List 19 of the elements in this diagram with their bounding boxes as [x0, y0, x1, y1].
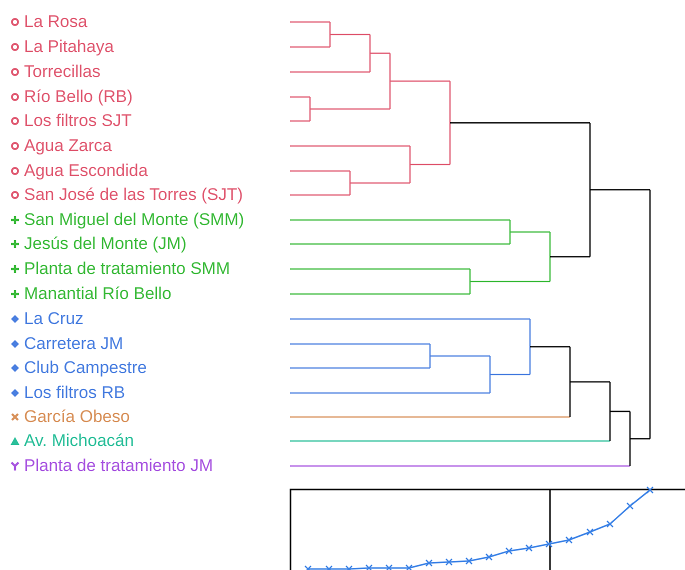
leaf-label: Los filtros RB [24, 383, 126, 403]
leaf-label: Manantial Río Bello [24, 284, 172, 304]
leaf-label: Planta de tratamiento JM [24, 456, 213, 476]
leaf-label: Río Bello (RB) [24, 87, 133, 107]
leaf-label: Carretera JM [24, 334, 124, 354]
leaf-label: Los filtros SJT [24, 111, 132, 131]
leaf-label: La Cruz [24, 309, 84, 329]
leaf-label: Agua Escondida [24, 161, 148, 181]
leaf-label: Jesús del Monte (JM) [24, 234, 186, 254]
leaf-label: Club Campestre [24, 358, 147, 378]
leaf-label: Planta de tratamiento SMM [24, 259, 230, 279]
leaf-label: García Obeso [24, 407, 130, 427]
leaf-label: La Rosa [24, 12, 88, 32]
leaf-label: San Miguel del Monte (SMM) [24, 210, 244, 230]
leaf-label: Av. Michoacán [24, 431, 134, 451]
leaf-label: La Pitahaya [24, 37, 114, 57]
leaf-label: Agua Zarca [24, 136, 112, 156]
leaf-label: San José de las Torres (SJT) [24, 185, 243, 205]
leaf-label: Torrecillas [24, 62, 101, 82]
